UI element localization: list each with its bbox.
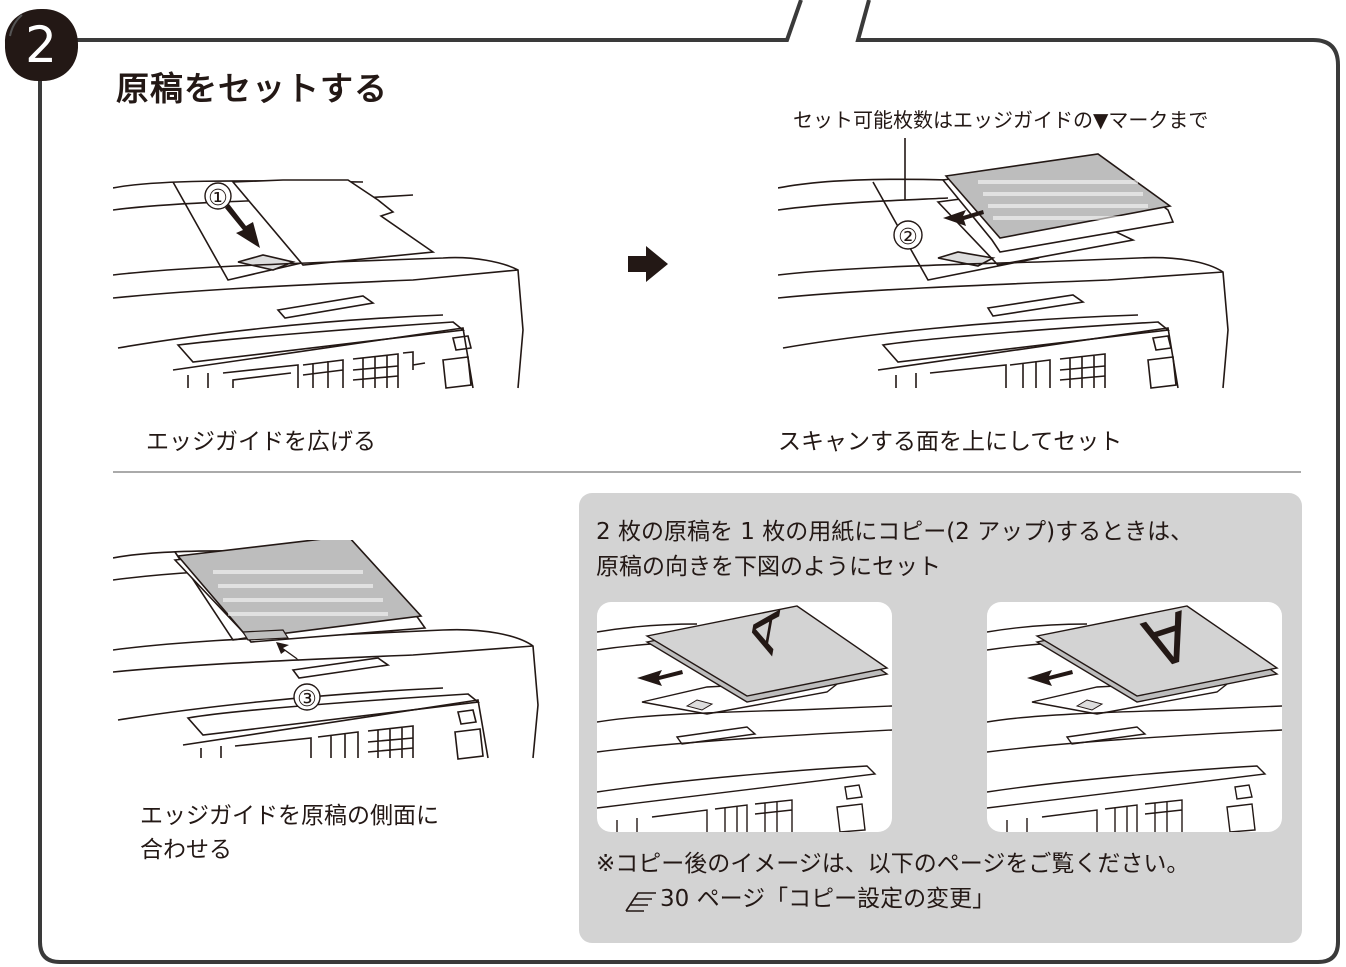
marker-2: ② [898,225,918,250]
step-number-badge: 2 [4,8,79,82]
copy-image-note: ※コピー後のイメージは、以下のページをご覧ください。 [596,851,1190,877]
page-reference-link[interactable]: 30 ページ「コピー設定の変更」 [660,886,996,912]
two-up-text-line1: 2 枚の原稿を 1 枚の用紙にコピー(2 アップ)するときは、 [596,519,1194,545]
caption-step1: エッジガイドを広げる [146,429,376,455]
step-number: 2 [25,16,57,74]
caption-step2: スキャンする面を上にしてセット [778,429,1123,455]
figure-align-edge-guide: ③ [113,540,539,760]
letter-a-left: A [742,603,788,658]
two-up-figure-left: A [597,602,892,832]
figure-extend-edge-guide: ① [113,179,524,389]
pointer-hand-icon[interactable] [622,889,658,915]
two-up-figure-right: A [987,602,1282,832]
two-up-text-line2: 原稿の向きを下図のようにセット [596,554,941,580]
caption-step3-line2: 合わせる [140,837,232,863]
right-arrow-icon [628,246,668,282]
capacity-note: セット可能枚数はエッジガイドの▼マークまで [793,108,1209,132]
marker-1: ① [208,186,228,211]
page-title: 原稿をセットする [116,69,388,108]
caption-step3-line1: エッジガイドを原稿の側面に [140,803,439,829]
marker-3: ③ [297,687,317,712]
figure-set-scan-face-up: ② [778,138,1229,389]
